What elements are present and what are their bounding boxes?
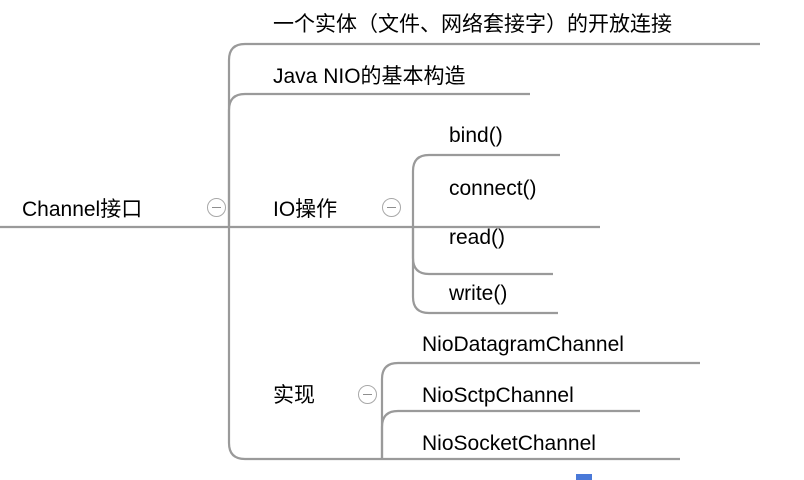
leaf-node-label-niosctpchannel[interactable]: NioSctpChannel [422,384,574,407]
branch-node-label-0[interactable]: 一个实体（文件、网络套接字）的开放连接 [273,13,672,36]
root-node-label[interactable]: Channel接口 [22,198,143,221]
root-collapse-toggle[interactable] [207,198,226,217]
branch-2-collapse-toggle[interactable] [382,198,401,217]
io-child-line-0 [411,153,560,227]
branch-node-label-2[interactable]: IO操作 [273,198,338,221]
branch-line-0 [227,42,760,227]
io-child-line-3 [411,227,558,315]
branch-3-collapse-toggle[interactable] [358,385,377,404]
selection-marker [576,474,592,480]
leaf-node-label-read[interactable]: read() [449,226,506,249]
branch-node-label-3[interactable]: 实现 [273,384,315,407]
leaf-node-label-niodatagramchannel[interactable]: NioDatagramChannel [422,333,624,356]
leaf-node-label-bind[interactable]: bind() [449,124,503,147]
leaf-node-label-niosocketchannel[interactable]: NioSocketChannel [422,432,596,455]
impl-child-line-1 [380,409,640,459]
branch-node-label-1[interactable]: Java NIO的基本构造 [273,65,466,88]
branch-line-3-stem [227,227,382,461]
leaf-node-label-connect[interactable]: connect() [449,177,537,200]
impl-child-line-0 [380,361,700,459]
branch-line-1 [227,92,530,227]
leaf-node-label-write[interactable]: write() [449,282,508,305]
